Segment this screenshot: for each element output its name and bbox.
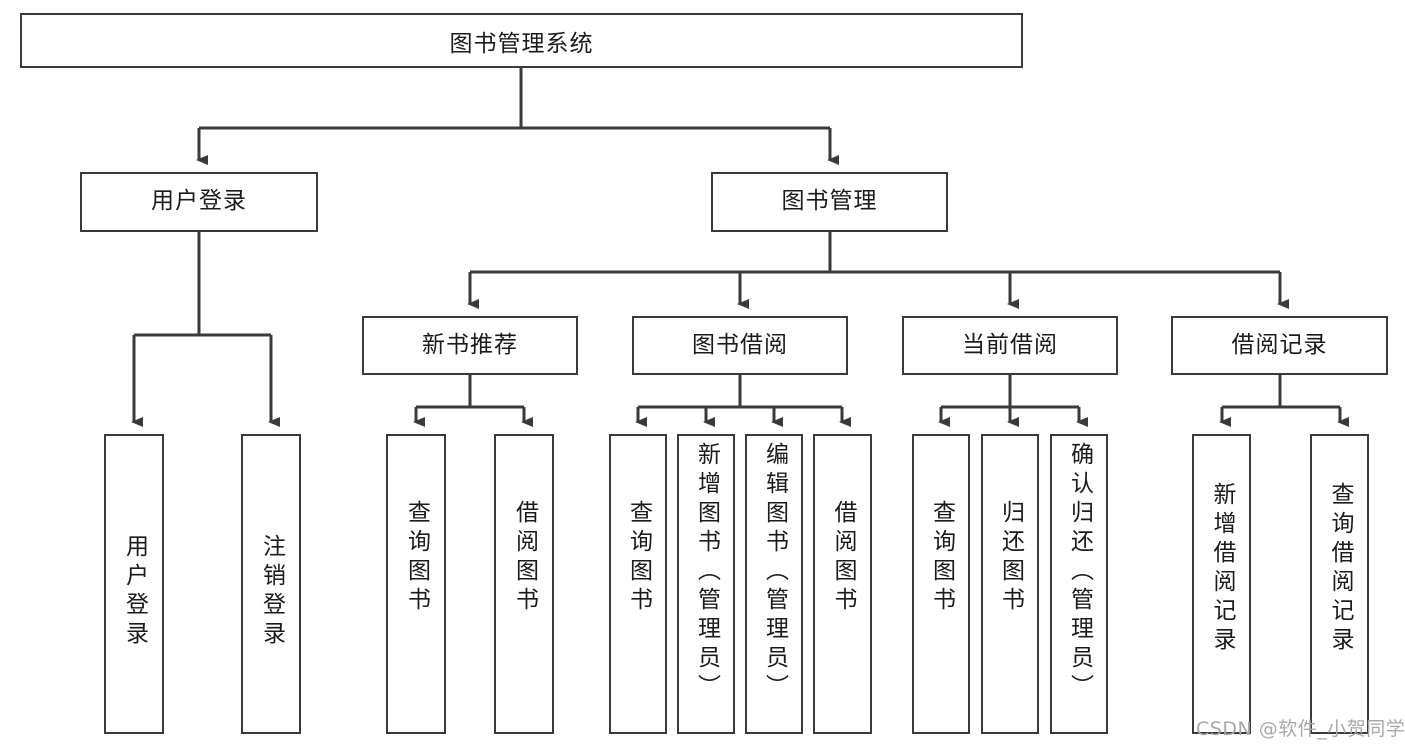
node-root-system[interactable]: 图书管理系统: [20, 13, 1023, 68]
leaf-recommend-query-book[interactable]: 查询图书: [386, 434, 446, 734]
leaf-edit-book-admin-label: 编辑图书（管理员）: [761, 442, 788, 703]
leaf-logout[interactable]: 注销登录: [241, 434, 301, 734]
leaf-add-borrow-record-label: 新增借阅记录: [1209, 482, 1235, 656]
leaf-borrow-query-book[interactable]: 查询图书: [609, 434, 667, 734]
node-book-borrow[interactable]: 图书借阅: [632, 316, 848, 375]
leaf-user-login[interactable]: 用户登录: [104, 434, 164, 734]
leaf-borrow-borrow-book[interactable]: 借阅图书: [813, 434, 872, 734]
leaf-return-book[interactable]: 归还图书: [981, 434, 1039, 734]
leaf-query-borrow-record-label: 查询借阅记录: [1327, 482, 1353, 656]
leaf-borrow-borrow-book-label: 借阅图书: [830, 500, 856, 616]
node-book-borrow-label: 图书借阅: [692, 331, 788, 358]
leaf-query-borrow-record[interactable]: 查询借阅记录: [1310, 434, 1369, 734]
node-root-label: 图书管理系统: [449, 30, 594, 57]
leaf-logout-label: 注销登录: [258, 534, 285, 650]
node-book-management[interactable]: 图书管理: [711, 172, 948, 232]
leaf-add-book-admin-label: 新增图书（管理员）: [693, 442, 720, 703]
node-user-login[interactable]: 用户登录: [80, 172, 318, 232]
csdn-watermark: CSDN @软件_小贺同学: [1196, 718, 1405, 740]
node-current-borrow[interactable]: 当前借阅: [902, 316, 1118, 375]
leaf-confirm-return-admin-label: 确认归还（管理员）: [1066, 442, 1093, 703]
leaf-edit-book-admin[interactable]: 编辑图书（管理员）: [745, 434, 803, 734]
leaf-add-book-admin[interactable]: 新增图书（管理员）: [677, 434, 735, 734]
leaf-recommend-borrow-book[interactable]: 借阅图书: [494, 434, 554, 734]
node-current-borrow-label: 当前借阅: [962, 331, 1058, 358]
node-borrow-record[interactable]: 借阅记录: [1171, 316, 1388, 375]
node-new-book-recommend[interactable]: 新书推荐: [362, 316, 578, 375]
leaf-current-query-book[interactable]: 查询图书: [912, 434, 970, 734]
node-new-book-recommend-label: 新书推荐: [422, 331, 518, 358]
leaf-return-book-label: 归还图书: [997, 500, 1024, 616]
leaf-add-borrow-record[interactable]: 新增借阅记录: [1192, 434, 1251, 734]
leaf-user-login-label: 用户登录: [121, 534, 148, 650]
leaf-recommend-query-book-label: 查询图书: [403, 500, 430, 616]
leaf-current-query-book-label: 查询图书: [928, 500, 955, 616]
node-book-management-label: 图书管理: [781, 188, 878, 215]
node-user-login-label: 用户登录: [151, 188, 247, 215]
leaf-borrow-query-book-label: 查询图书: [625, 500, 652, 616]
leaf-recommend-borrow-book-label: 借阅图书: [511, 500, 538, 616]
leaf-confirm-return-admin[interactable]: 确认归还（管理员）: [1050, 434, 1108, 734]
node-borrow-record-label: 借阅记录: [1231, 331, 1328, 358]
